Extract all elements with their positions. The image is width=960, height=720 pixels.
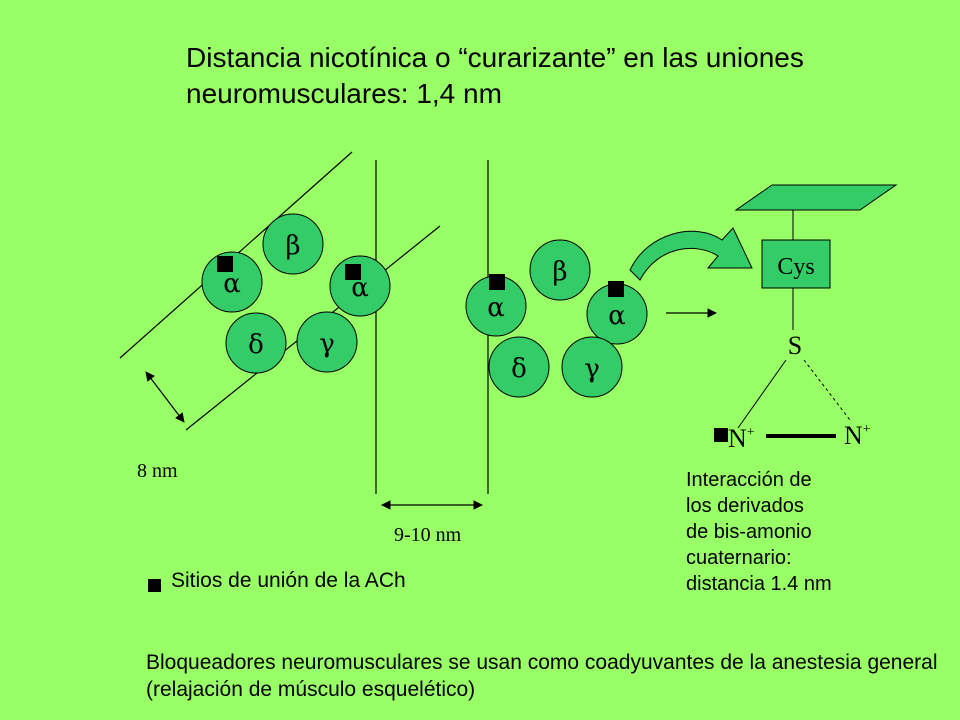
subunit-beta: β	[262, 213, 324, 275]
cys-label: Cys	[777, 254, 814, 280]
receptor-left: β α α δ γ	[201, 213, 391, 374]
interaction-caption: Interacción de los derivados de bis-amon…	[686, 467, 946, 597]
subunit-gamma: γ	[296, 311, 358, 373]
subunit-beta: β	[529, 239, 591, 301]
subunit-alpha: α	[329, 255, 391, 317]
subunit-symbol: β	[285, 231, 300, 261]
caption-line: los derivados	[686, 495, 804, 517]
right-ammonium-label: N+	[844, 421, 871, 450]
subunit-delta: δ	[225, 312, 287, 374]
legend-label: Sitios de unión de la ACh	[171, 569, 406, 592]
footer-note: Bloqueadores neuromusculares se usan com…	[146, 651, 938, 701]
binding-site-marker	[714, 428, 728, 442]
left-ammonium-atom: N	[728, 424, 747, 453]
caption-line: Interacción de	[686, 469, 812, 491]
curved-arrow	[629, 227, 753, 281]
s-to-left-n-bond	[737, 359, 787, 429]
s-to-right-n-bond	[803, 359, 851, 421]
subunit-symbol: δ	[248, 330, 264, 360]
right-ammonium-charge: +	[863, 422, 871, 437]
subunit-symbol: γ	[319, 329, 335, 359]
subunit-symbol: α	[487, 293, 505, 323]
receptor-right: β α α δ γ	[465, 239, 648, 398]
subunit-alpha: α	[586, 281, 648, 345]
left-ammonium-charge: +	[747, 425, 755, 440]
subunit-alpha: α	[465, 274, 527, 337]
receptor-width-label: 8 nm	[137, 460, 178, 482]
caption-line: cuaternario:	[686, 547, 792, 569]
subunit-symbol: γ	[584, 354, 600, 384]
membrane-plane	[734, 184, 898, 211]
subunit-symbol: δ	[511, 354, 527, 384]
subunit-gamma: γ	[561, 336, 623, 398]
caption-line: de bis-amonio	[686, 521, 812, 543]
legend: Sitios de unión de la ACh	[148, 569, 406, 593]
slide-title: Distancia nicotínica o “curarizante” en …	[186, 42, 804, 109]
binding-site-marker	[608, 281, 624, 297]
subunit-alpha: α	[201, 251, 263, 313]
subunit-delta: δ	[488, 336, 550, 398]
right-ammonium-atom: N	[844, 421, 863, 450]
subunit-symbol: α	[223, 269, 241, 299]
binding-site-marker	[217, 256, 233, 272]
measure-arrow-8nm	[145, 371, 185, 423]
binding-site-marker	[489, 274, 505, 290]
sulfur-label: S	[788, 331, 802, 360]
binding-site-marker	[345, 264, 361, 280]
subunit-symbol: β	[552, 257, 567, 287]
left-ammonium-label: N+	[728, 424, 755, 453]
subunit-symbol: α	[608, 301, 626, 331]
gap-width-label: 9-10 nm	[394, 524, 462, 546]
binding-site-legend-marker	[148, 578, 161, 592]
bis-ammonium-molecule: Cys S N+ N+	[714, 184, 898, 453]
cys-box	[761, 239, 831, 289]
subunit-symbol: α	[351, 273, 369, 303]
caption-line: distancia 1.4 nm	[686, 573, 832, 595]
